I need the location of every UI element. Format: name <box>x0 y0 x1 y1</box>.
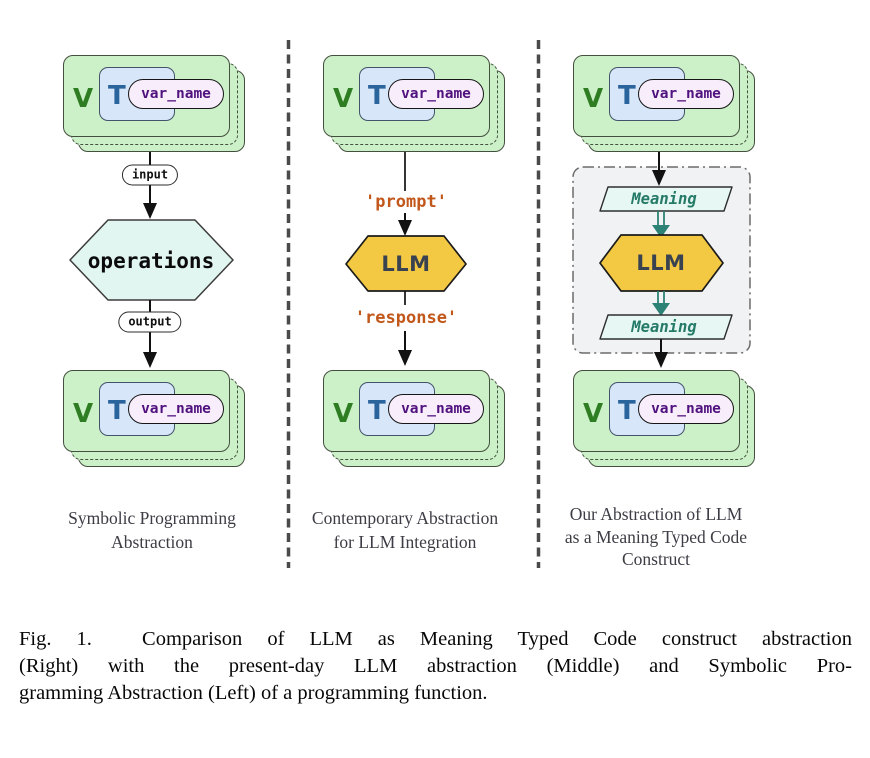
type-label: T <box>618 396 636 426</box>
value-label: V <box>583 84 604 114</box>
var-name-pill: var_name <box>128 394 224 424</box>
var-name-pill: var_name <box>388 394 484 424</box>
meaning-double-arrowhead-bottom <box>652 303 670 316</box>
var-card-stack: V T var_name <box>63 55 245 152</box>
var-name-pill: var_name <box>128 79 224 109</box>
var-card-stack: V T var_name <box>573 55 755 152</box>
operations-label: operations <box>87 249 215 273</box>
meaning-label-top: Meaning <box>631 190 697 208</box>
caption-line: Abstraction <box>111 531 193 552</box>
caption-middle-column: Contemporary Abstraction for LLM Integra… <box>285 507 525 554</box>
meaning-parallelogram-top <box>599 186 733 212</box>
caption-line: Our Abstraction of LLM <box>569 504 743 524</box>
type-label: T <box>618 81 636 111</box>
variable-card: V T var_name <box>573 55 740 137</box>
caption-line: Symbolic Programming <box>68 508 236 528</box>
caption-line: Construct <box>621 549 691 569</box>
figure-diagram: V T var_name V T var_name <box>32 40 776 571</box>
var-name-pill: var_name <box>388 79 484 109</box>
caption-line: as a Meaning Typed Code <box>564 526 748 547</box>
llm-label-middle: LLM <box>381 252 431 276</box>
variable-card: V T var_name <box>323 55 490 137</box>
variable-card: V T var_name <box>573 370 740 452</box>
figure-caption-line: (Right) with the present-day LLM abstrac… <box>19 655 852 677</box>
var-name-pill: var_name <box>638 394 734 424</box>
value-label: V <box>333 399 354 429</box>
operations-hexagon <box>69 219 234 301</box>
caption-right-column: Our Abstraction of LLM as a Meaning Type… <box>536 503 776 571</box>
type-label: T <box>368 81 386 111</box>
variable-card: V T var_name <box>63 55 230 137</box>
meaning-double-arrowhead-top <box>652 225 670 238</box>
figure-caption-line: gramming Abstraction (Left) of a program… <box>19 682 488 704</box>
value-label: V <box>73 84 94 114</box>
response-label: 'response' <box>354 308 458 328</box>
type-label: T <box>108 81 126 111</box>
value-label: V <box>583 399 604 429</box>
var-card-stack: V T var_name <box>63 370 245 467</box>
type-label: T <box>368 396 386 426</box>
value-label: V <box>73 399 94 429</box>
var-card-stack: V T var_name <box>573 370 755 467</box>
prompt-label: 'prompt' <box>365 192 447 212</box>
caption-line: for LLM Integration <box>333 531 477 552</box>
llm-hexagon-right <box>599 234 724 292</box>
variable-card: V T var_name <box>323 370 490 452</box>
var-name-pill: var_name <box>638 79 734 109</box>
input-pill: input <box>121 164 179 186</box>
type-label: T <box>108 396 126 426</box>
type-box: T <box>609 382 685 436</box>
caption-line: Contemporary Abstraction <box>311 508 499 528</box>
var-card-stack: V T var_name <box>323 370 505 467</box>
llm-hexagon-middle <box>345 235 467 292</box>
diagram-canvas <box>69 40 751 568</box>
llm-label-right: LLM <box>636 251 686 275</box>
meaning-label-bottom: Meaning <box>631 318 697 336</box>
figure-caption-line: Fig. 1. Comparison of LLM as Meaning Typ… <box>19 628 852 650</box>
var-card-stack: V T var_name <box>323 55 505 152</box>
variable-card: V T var_name <box>63 370 230 452</box>
caption-left-column: Symbolic Programming Abstraction <box>32 507 272 554</box>
figure-caption: Fig. 1. Comparison of LLM as Meaning Typ… <box>19 626 852 707</box>
output-pill: output <box>118 311 182 333</box>
value-label: V <box>333 84 354 114</box>
meaning-parallelogram-bottom <box>599 314 733 340</box>
